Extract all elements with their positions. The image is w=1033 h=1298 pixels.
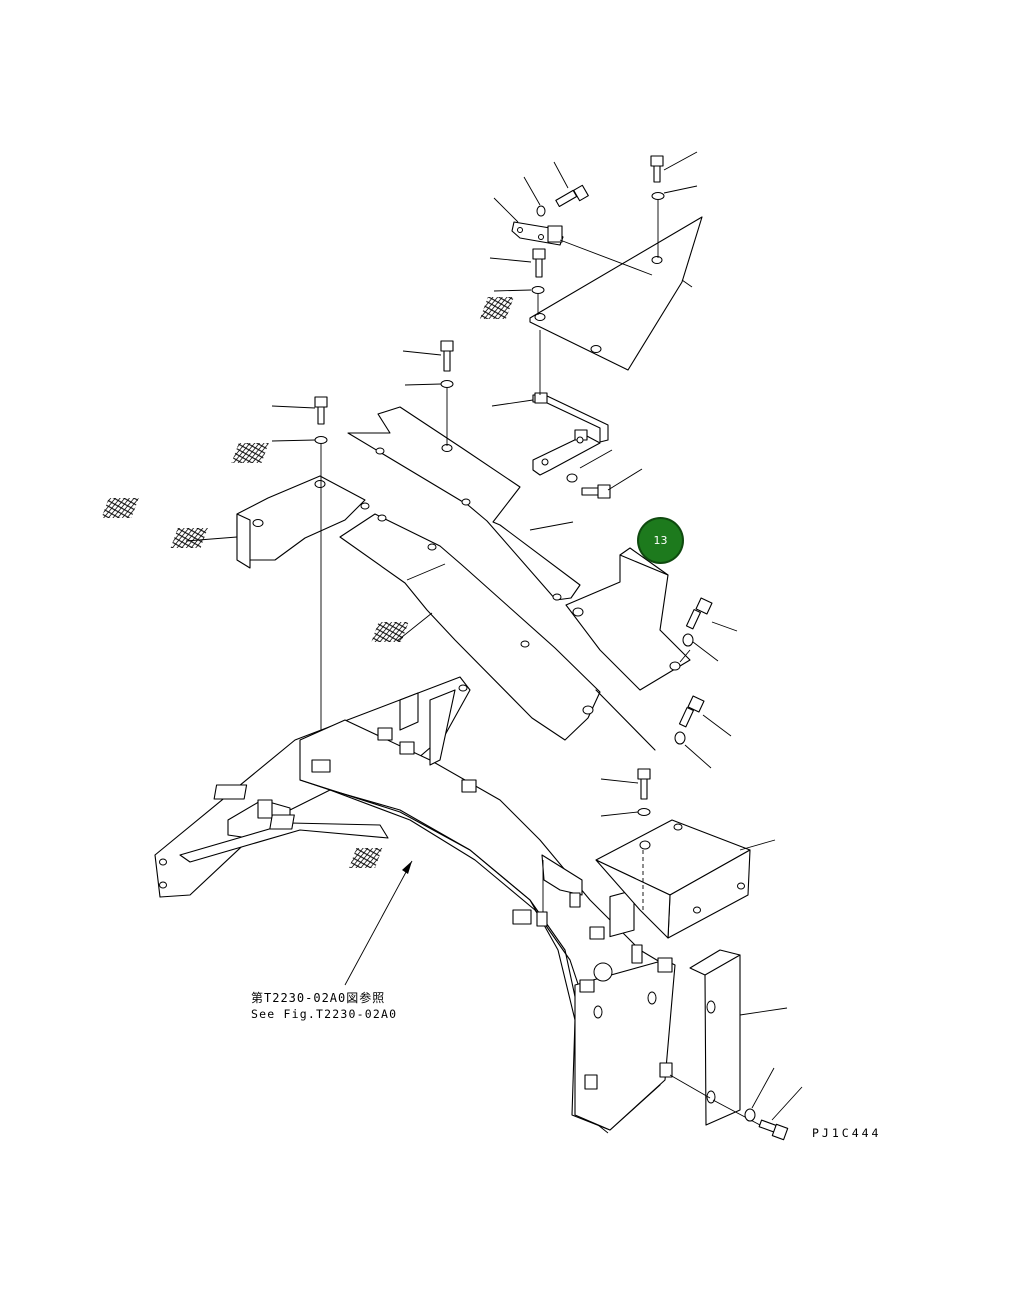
main-frame <box>154 676 676 1134</box>
leader-lines <box>185 151 803 1121</box>
rear-side-plate <box>669 949 761 1126</box>
side-cover-item <box>371 547 691 751</box>
bolt <box>650 155 665 258</box>
bolt <box>637 768 651 816</box>
reference-note-japanese: 第T2230-02A0図参照 <box>251 991 386 1005</box>
bolt <box>440 340 454 446</box>
reference-note-english: See Fig.T2230-02A0 <box>251 1007 398 1021</box>
bolt <box>566 473 611 499</box>
bolt <box>682 597 713 647</box>
walkway-cover-lower <box>170 513 601 741</box>
step-cover-left <box>101 475 370 569</box>
support-bracket <box>532 330 609 476</box>
drawing-number: PJ1C444 <box>812 1126 882 1140</box>
callout-badge-13[interactable]: 13 <box>639 519 682 562</box>
clamp-bracket <box>511 221 653 276</box>
bolt <box>674 695 705 745</box>
bolt <box>531 248 546 315</box>
bracket-plate <box>536 854 583 927</box>
bolt <box>536 184 589 217</box>
box-cover-lower <box>349 819 751 939</box>
bolt <box>744 1108 789 1141</box>
triangular-cover-plate <box>479 216 703 371</box>
bolt <box>314 396 328 770</box>
walkway-cover-upper <box>231 406 581 601</box>
callout-label: 13 <box>653 534 668 547</box>
